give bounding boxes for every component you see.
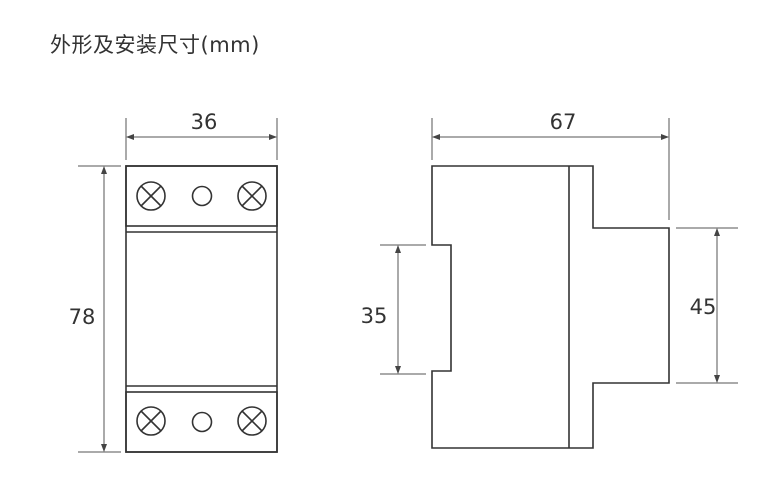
rail-height-dimension bbox=[380, 244, 426, 375]
height-dimension-label: 78 bbox=[69, 305, 96, 329]
screw-terminal-icon bbox=[237, 181, 267, 211]
screw-terminal-icon bbox=[237, 406, 267, 436]
bottom-terminal-block bbox=[125, 391, 278, 453]
front-view-body bbox=[125, 165, 278, 453]
rail-height-dimension-label: 35 bbox=[361, 304, 388, 328]
page-title: 外形及安装尺寸(mm) bbox=[50, 33, 260, 57]
height-dimension bbox=[78, 165, 121, 453]
indicator-hole-icon bbox=[191, 185, 213, 207]
width-dimension-label: 36 bbox=[191, 110, 218, 134]
front-view bbox=[125, 165, 278, 453]
side-view-body bbox=[431, 165, 670, 449]
front-height-dimension-label: 45 bbox=[690, 295, 717, 319]
top-terminal-block bbox=[125, 165, 278, 227]
width-dimension bbox=[125, 118, 278, 160]
front-height-dimension bbox=[676, 227, 738, 384]
screw-terminal-icon bbox=[136, 181, 166, 211]
screw-terminal-icon bbox=[136, 406, 166, 436]
side-view bbox=[431, 165, 670, 449]
depth-dimension-label: 67 bbox=[550, 110, 577, 134]
indicator-hole-icon bbox=[191, 411, 213, 433]
depth-dimension bbox=[431, 118, 670, 220]
